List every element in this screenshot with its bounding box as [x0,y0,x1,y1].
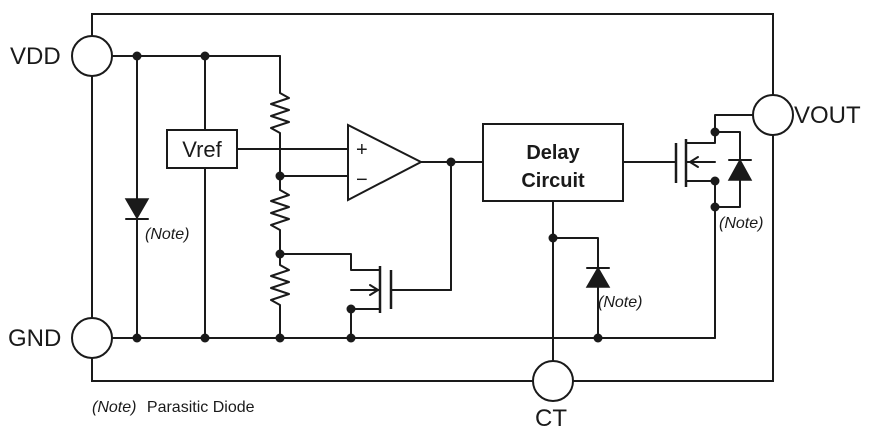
comparator: + − [347,123,424,202]
legend-note-tag: (Note) [92,399,136,416]
vout-pin [752,94,794,136]
delay-label-line2: Circuit [521,170,585,192]
hysteresis-nmos [279,253,393,339]
vdd-pin-label: VDD [10,43,61,70]
output-nmos [674,119,716,339]
vout-pin-label: VOUT [794,102,861,129]
legend: (Note) Parasitic Diode [92,399,255,416]
resistor-bottom [270,253,290,339]
ct-pin-label: CT [535,405,567,432]
vdd-pin [71,35,113,77]
resistor-divider [270,87,290,339]
delay-circuit-block [482,123,624,202]
ct-pin [532,360,574,402]
legend-text: Parasitic Diode [147,399,255,416]
junction-dots [132,51,720,343]
delay-label-line1: Delay [526,142,580,164]
resistor-top [270,87,290,177]
ct-diode-note: (Note) [598,294,642,311]
vout-diode [714,131,753,208]
vref-block [166,129,238,169]
comparator-plus-label: + [356,139,368,161]
gnd-pin [71,317,113,359]
gnd-pin-label: GND [8,325,61,352]
ct-diode [552,237,611,339]
vdd-gnd-diode [124,55,150,339]
resistor-middle [270,175,290,255]
vout-diode-note: (Note) [719,215,763,232]
ic-package-outline [91,13,774,382]
left-diode-note: (Note) [145,226,189,243]
vref-label: Vref [182,137,222,162]
comparator-minus-label: − [356,169,368,191]
